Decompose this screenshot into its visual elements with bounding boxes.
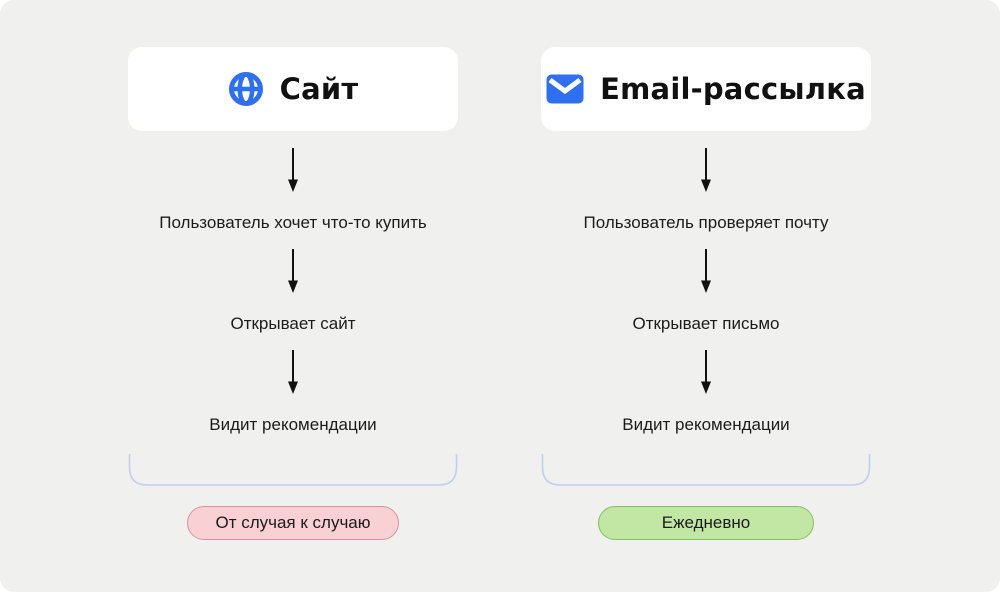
email-card-title: Email-рассылка: [600, 72, 866, 106]
globe-icon: [228, 71, 264, 107]
column-email: Email-рассылка Пользователь проверяет по…: [541, 47, 871, 540]
column-site: Сайт Пользователь хочет что-то купить От…: [128, 47, 458, 540]
down-arrow-icon: [288, 350, 298, 394]
down-arrow-icon: [288, 249, 298, 293]
email-header-card: Email-рассылка: [541, 47, 871, 131]
email-frequency-badge: Ежедневно: [598, 506, 814, 540]
site-step-2: Открывает сайт: [230, 314, 356, 333]
bracket-shape: [128, 454, 458, 486]
email-step-2: Открывает письмо: [632, 314, 780, 333]
site-step-3: Видит рекомендации: [209, 415, 377, 434]
site-header-card: Сайт: [128, 47, 458, 131]
envelope-icon: [546, 74, 584, 104]
down-arrow-icon: [288, 148, 298, 192]
email-step-3: Видит рекомендации: [622, 415, 790, 434]
down-arrow-icon: [701, 249, 711, 293]
down-arrow-icon: [701, 148, 711, 192]
site-card-title: Сайт: [279, 72, 359, 106]
bracket-shape: [541, 454, 871, 486]
down-arrow-icon: [701, 350, 711, 394]
site-frequency-badge: От случая к случаю: [187, 506, 399, 540]
site-step-1: Пользователь хочет что-то купить: [159, 213, 427, 232]
email-step-1: Пользователь проверяет почту: [583, 213, 829, 232]
